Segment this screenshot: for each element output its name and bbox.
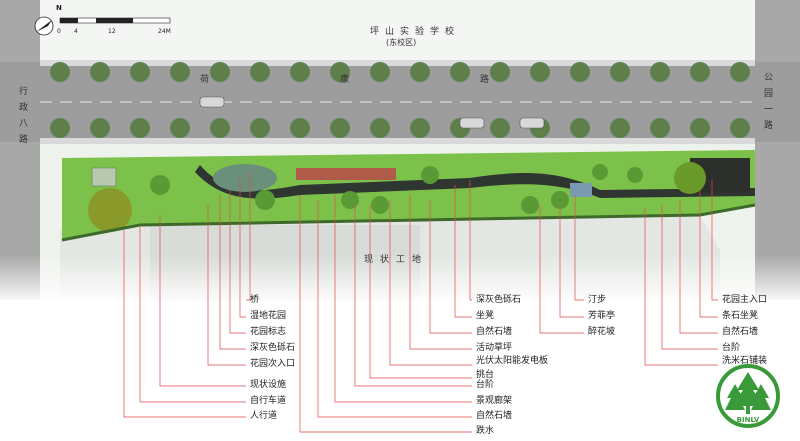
label-bridge: 桥: [250, 295, 260, 305]
logo-text: BINLV: [737, 416, 760, 424]
binlv-logo-icon: BINLV: [716, 364, 780, 428]
label-bike-lane: 自行车道: [250, 396, 287, 406]
garden-path: [195, 165, 755, 199]
road-hekang-3: 路: [480, 75, 490, 85]
scale-tick-0: 0: [57, 28, 61, 35]
label-steps-2: 台阶: [722, 343, 741, 353]
road-hekang-2: 康: [340, 75, 350, 85]
label-cascade: 跌水: [476, 426, 495, 436]
sidewalk-top: [40, 60, 755, 66]
sidewalk-bottom: [40, 138, 755, 144]
label-bench: 坐凳: [476, 311, 495, 321]
road-gongyuan-label: 公园一路: [764, 73, 774, 131]
label-wetland-garden: 湿地花园: [250, 311, 287, 321]
school-subtitle: (东校区): [386, 38, 417, 47]
label-stone-wall-2: 自然石墙: [476, 411, 513, 421]
label-flower-slope: 醉花坡: [588, 327, 616, 337]
label-solar-panel: 光伏太阳能发电板: [476, 356, 549, 366]
label-pavilion: 芳菲亭: [588, 311, 616, 321]
label-sidewalk: 人行道: [250, 411, 278, 421]
label-existing-facility: 现状设施: [250, 380, 287, 390]
road-xingzheng-label: 行政八路: [19, 87, 29, 145]
label-pergola: 景观廊架: [476, 396, 513, 406]
road-hekang-1: 荷: [200, 75, 210, 85]
car: [459, 117, 485, 129]
north-arrow-icon: [34, 16, 54, 36]
garden-trees: [88, 162, 706, 232]
label-overlook: 挑台: [476, 370, 495, 380]
label-dark-gravel: 深灰色砾石: [250, 343, 296, 353]
street-trees-top: [50, 62, 750, 82]
north-label: N: [56, 4, 62, 12]
label-washed-stone: 洗米石铺装: [722, 356, 768, 366]
label-activity-lawn: 活动草坪: [476, 343, 513, 353]
label-stone-wall: 自然石墙: [476, 327, 513, 337]
site-label: 现状工地: [364, 255, 429, 265]
existing-facility: [91, 167, 117, 187]
pergola: [296, 168, 396, 180]
label-garden-sign: 花园标志: [250, 327, 287, 337]
wetland-garden: [213, 164, 277, 192]
label-stone-wall-3: 自然石墙: [722, 327, 759, 337]
label-stepping-stones: 汀步: [588, 295, 607, 305]
label-dark-gravel-2: 深灰色砾石: [476, 295, 522, 305]
school-name: 坪山实验学校: [370, 27, 461, 37]
label-main-entrance: 花园主入口: [722, 295, 768, 305]
scale-bar: [59, 17, 171, 24]
school-block: [30, 0, 765, 60]
label-stone-bench: 条石坐凳: [722, 311, 759, 321]
car: [519, 117, 545, 129]
car: [199, 96, 225, 108]
scale-tick-4: 4: [74, 28, 78, 35]
street-trees-bottom: [50, 118, 750, 138]
scale-tick-24: 24M: [158, 28, 171, 35]
label-secondary-entrance: 花园次入口: [250, 359, 296, 369]
scale-tick-12: 12: [108, 28, 116, 35]
solar-panel: [570, 183, 592, 197]
label-steps: 台阶: [476, 380, 495, 390]
